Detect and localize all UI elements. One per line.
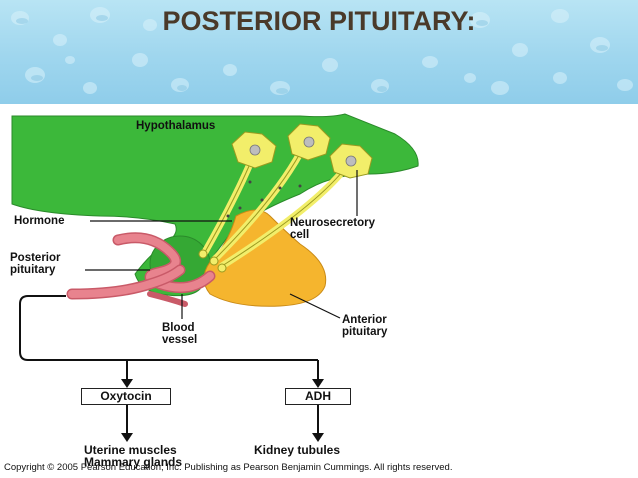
- label-anterior-pituitary: Anterior pituitary: [342, 314, 387, 338]
- label-oxytocin-targets: Uterine muscles Mammary glands: [84, 444, 182, 468]
- label-posterior-line2: pituitary: [10, 264, 56, 276]
- label-blood-line2: vessel: [162, 334, 198, 346]
- label-hypothalamus: Hypothalamus: [136, 120, 216, 132]
- oxytocin-box: Oxytocin: [81, 388, 171, 405]
- arrowheads: [121, 379, 324, 442]
- flow-lines: [19, 295, 319, 434]
- label-uterine-muscles: Uterine muscles: [84, 443, 177, 457]
- label-neurosecretory-line1: Neurosecretory: [290, 217, 376, 229]
- label-adh-target: Kidney tubules: [254, 443, 341, 457]
- label-hormone: Hormone: [14, 215, 65, 227]
- label-anterior-line2: pituitary: [342, 326, 388, 338]
- label-anterior-line1: Anterior: [342, 314, 387, 326]
- copyright-notice: Copyright © 2005 Pearson Education, Inc.…: [4, 462, 453, 473]
- water-drops-background: [11, 7, 633, 95]
- leader-lines: [85, 170, 358, 319]
- label-neurosecretory: Neurosecretory cell: [290, 217, 375, 241]
- label-neurosecretory-line2: cell: [290, 229, 310, 241]
- label-posterior-pituitary: Posterior pituitary: [10, 252, 61, 276]
- label-blood-vessel: Blood vessel: [162, 322, 197, 346]
- title-banner: POSTERIOR PITUITARY:: [0, 0, 638, 104]
- blood-vessel-shape: [66, 232, 216, 307]
- slide-title: POSTERIOR PITUITARY:: [162, 6, 476, 36]
- label-blood-line1: Blood: [162, 322, 195, 334]
- label-mammary-glands: Mammary glands: [84, 455, 183, 469]
- adh-box: ADH: [285, 388, 351, 405]
- label-posterior-line1: Posterior: [10, 252, 61, 264]
- pituitary-diagram: [11, 113, 419, 442]
